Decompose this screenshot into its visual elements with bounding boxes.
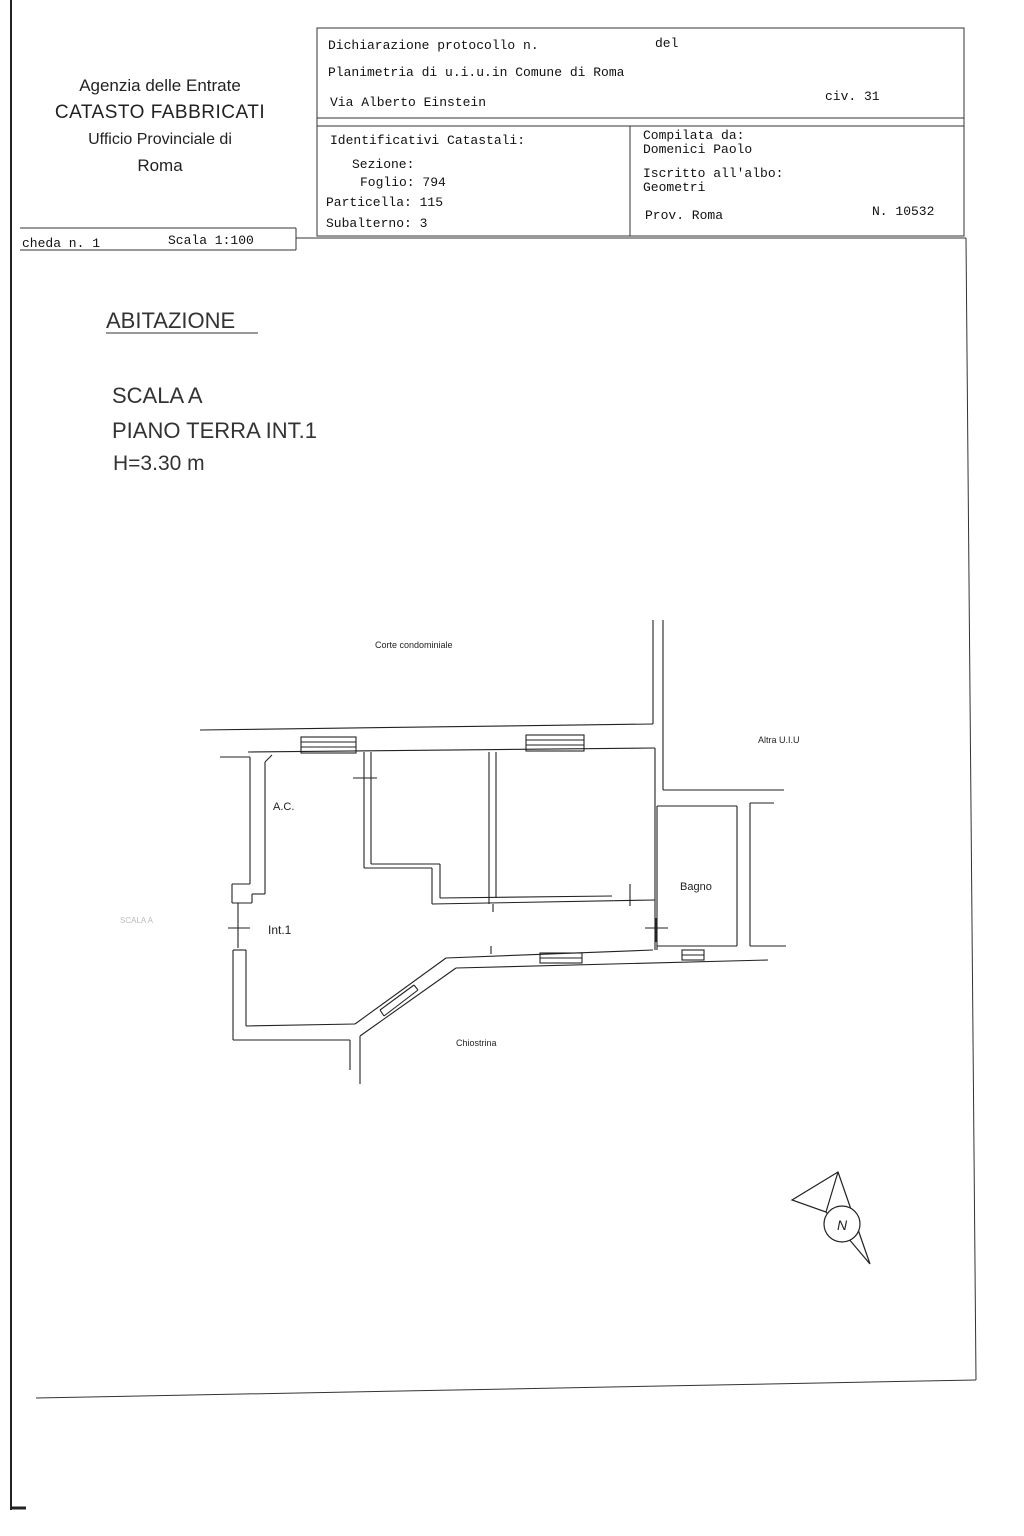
bagno-label: Bagno [680, 881, 712, 893]
corte-label: Corte condominiale [375, 640, 453, 650]
ac-label: A.C. [273, 801, 295, 813]
prov-label: Prov. Roma [645, 208, 724, 223]
scale-label: Scala 1:100 [168, 233, 254, 248]
altra-uiu-label: Altra U.I.U [758, 735, 800, 745]
north-symbol: N [837, 1217, 848, 1233]
north-compass-icon [790, 1171, 871, 1265]
floor-label: PIANO TERRA INT.1 [112, 418, 317, 443]
subalterno-field: Subalterno: 3 [326, 216, 428, 231]
int1-label: Int.1 [268, 923, 292, 937]
foglio-field: Foglio: 794 [360, 175, 446, 190]
registration-number: N. 10532 [872, 204, 935, 219]
planimetria-line: Planimetria di u.i.u.in Comune di Roma [328, 65, 625, 80]
cadastral-title: Identificativi Catastali: [330, 133, 526, 148]
civic-number: civ. 31 [825, 89, 880, 104]
chiostrina-label: Chiostrina [456, 1038, 497, 1048]
albo-value: Geometri [643, 180, 706, 195]
protocol-label: Dichiarazione protocollo n. [328, 38, 539, 53]
albo-label: Iscritto all'albo: [643, 166, 784, 181]
street-line: Via Alberto Einstein [330, 95, 487, 110]
catasto-title: CATASTO FABBRICATI [54, 102, 266, 123]
sezione-field: Sezione: [352, 157, 415, 172]
agency-name: Agenzia delle Entrate [79, 76, 241, 95]
header-box [316, 27, 965, 237]
scala-side-label: SCALA A [120, 916, 153, 925]
protocol-del: del [655, 36, 679, 51]
particella-field: Particella: 115 [326, 195, 444, 210]
compiler-label: Compilata da: [643, 128, 745, 143]
scheda-number: cheda n. 1 [22, 236, 101, 251]
stair-label: SCALA A [112, 383, 203, 408]
height-label: H=3.30 m [113, 452, 205, 475]
ufficio-label: Ufficio Provinciale di [88, 131, 232, 148]
drawing-heading: ABITAZIONE [106, 308, 236, 333]
ufficio-city: Roma [137, 156, 183, 175]
floor-plan [199, 620, 786, 1084]
compiler-name: Domenici Paolo [643, 142, 753, 157]
